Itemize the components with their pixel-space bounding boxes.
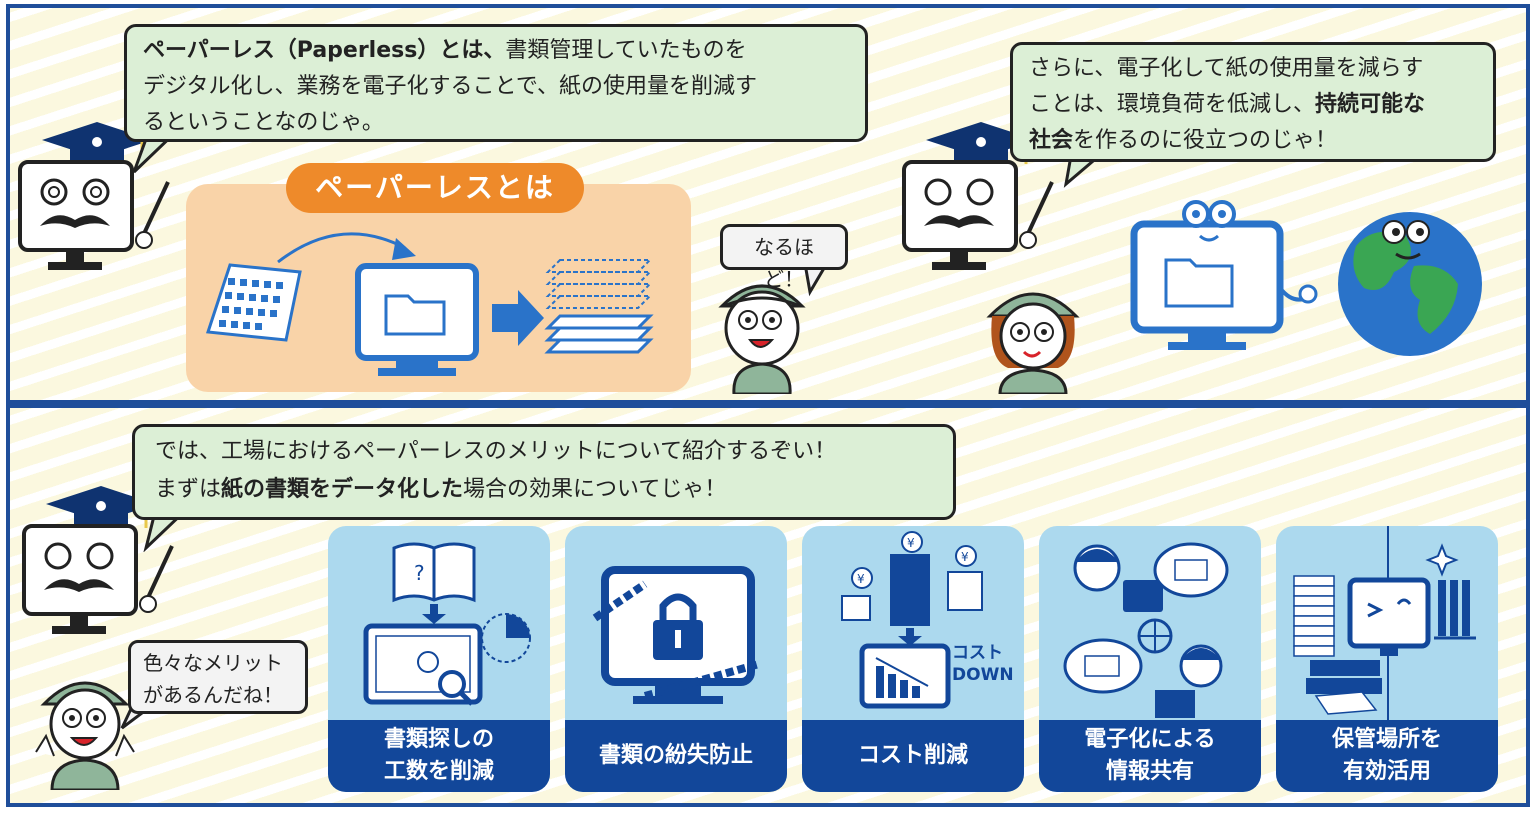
intro-text-3: るということなのじゃ。 — [143, 110, 384, 135]
card-5-line-2: 有効活用 — [1342, 759, 1431, 784]
professor-icon-2 — [902, 122, 1054, 270]
boy-character-icon-2 — [35, 681, 135, 790]
intro-bold-text: ペーパーレス（Paperless）とは、 — [143, 38, 506, 63]
merit-card-cost-reduction: ¥ ¥ ¥ コスト DOWN コスト削減 — [802, 526, 1024, 792]
boy-merit-reply-bubble: 色々なメリット があるんだね！ — [128, 640, 308, 714]
storage-space-icon — [1293, 526, 1476, 722]
info-sharing-icon — [1063, 542, 1229, 718]
merit-text-3: 場合の効果についてじゃ！ — [463, 477, 727, 502]
professor-intro-bubble: ペーパーレス（Paperless）とは、書類管理していたものを デジタル化し、業… — [124, 24, 868, 142]
professor-eco-bubble: さらに、電子化して紙の使用量を減らす ことは、環境負荷を低減し、持続可能な 社会… — [1010, 42, 1496, 162]
paperless-diagram — [205, 232, 654, 376]
monitor-folder-icon — [355, 263, 479, 376]
merit-bold-text: 紙の書類をデータ化した — [221, 477, 464, 502]
intro-text-2: デジタル化し、業務を電子化することで、紙の使用量を削減す — [143, 74, 758, 99]
merit-card-info-sharing: 電子化による情報共有 — [1039, 526, 1261, 792]
boy-character-icon — [718, 284, 806, 394]
card-3-line-1: コスト削減 — [857, 743, 968, 768]
boy-reply-text-2: があるんだね！ — [143, 683, 283, 707]
professor-merit-bubble: では、工場におけるペーパーレスのメリットについて紹介するぞい！ まずは紙の書類を… — [132, 424, 956, 520]
yen-text-2: ¥ — [907, 536, 915, 550]
locked-monitor-icon — [592, 566, 761, 704]
happy-monitor-icon — [1130, 200, 1318, 350]
card-4-line-2: 情報共有 — [1105, 759, 1194, 784]
boy-reply-bubble: なるほど！ — [720, 224, 848, 291]
eco-text-3: を作るのに役立つのじゃ！ — [1073, 128, 1338, 153]
intro-text-1: 書類管理していたものを — [505, 38, 747, 63]
merit-card-search-time: ? 書類探しの工数を削減 — [328, 526, 550, 792]
professor-icon — [18, 122, 170, 270]
girl-character-icon — [986, 292, 1080, 394]
yen-text-1: ¥ — [857, 572, 865, 586]
earth-icon — [1338, 212, 1482, 356]
merit-text-1: では、工場におけるペーパーレスのメリットについて紹介するぞい！ — [155, 439, 837, 464]
digital-paper-stack-icon — [544, 259, 654, 354]
card-1-line-1: 書類探しの — [383, 727, 494, 752]
eco-monitor-earth — [1130, 200, 1482, 356]
cost-label-text-2: DOWN — [952, 665, 1014, 685]
eco-text-2: ことは、環境負荷を低減し、 — [1029, 92, 1316, 117]
card-1-line-2: 工数を削減 — [383, 759, 494, 784]
yen-text-3: ¥ — [961, 550, 969, 564]
professor-icon-3 — [22, 486, 174, 634]
paper-sheet-icon — [205, 263, 302, 342]
question-mark-text: ? — [414, 561, 425, 585]
merit-text-2: まずは — [155, 477, 222, 502]
cost-label-text-1: コスト — [952, 643, 1003, 663]
eco-bold-text-1: 持続可能な — [1315, 92, 1426, 117]
card-5-line-1: 保管場所を — [1331, 727, 1442, 752]
eco-text-1: さらに、電子化して紙の使用量を減らす — [1029, 56, 1424, 81]
merit-card-loss-prevention: 書類の紛失防止 — [565, 526, 787, 792]
cost-down-icon: ¥ ¥ ¥ コスト DOWN — [841, 531, 1014, 709]
paperless-title: ペーパーレスとは — [286, 163, 584, 213]
merit-card-storage-space: 保管場所を有効活用 — [1276, 526, 1498, 792]
boy-reply-text-1: 色々なメリット — [143, 651, 283, 675]
card-2-line-1: 書類の紛失防止 — [598, 743, 753, 768]
card-4-line-1: 電子化による — [1084, 727, 1216, 752]
document-search-icon: ? — [363, 542, 531, 706]
eco-bold-text-2: 社会 — [1029, 128, 1074, 153]
